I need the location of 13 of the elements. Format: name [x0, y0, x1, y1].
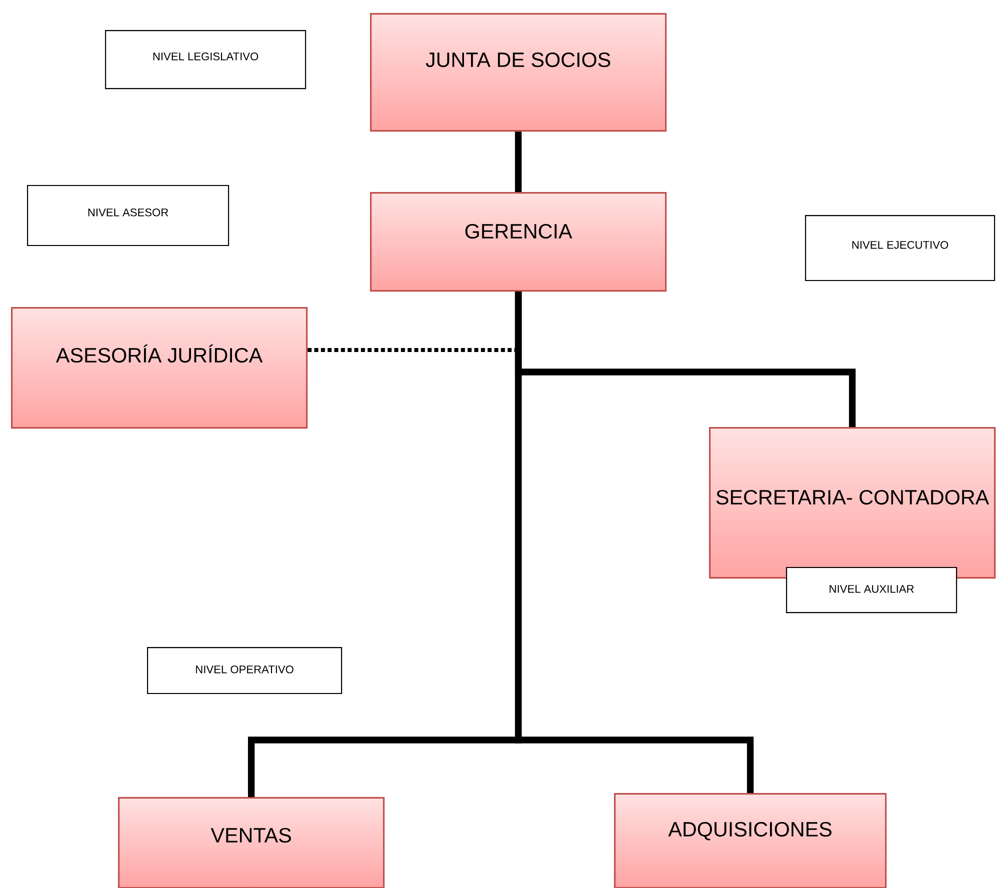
- connector: [514, 292, 754, 793]
- org-box: ADQUISICIONES: [614, 793, 887, 888]
- level-box: NIVEL ASESOR: [27, 185, 230, 246]
- org-box: VENTAS: [118, 797, 385, 888]
- connector: [514, 132, 522, 192]
- level-box: NIVEL AUXILIAR: [786, 567, 958, 614]
- org-box: ASESORÍA JURÍDICA: [11, 307, 308, 429]
- level-box: NIVEL OPERATIVO: [147, 647, 342, 694]
- org-box: JUNTA DE SOCIOS: [370, 13, 667, 132]
- level-box: NIVEL LEGISLATIVO: [105, 30, 306, 90]
- level-box: NIVEL EJECUTIVO: [805, 215, 996, 282]
- org-box: GERENCIA: [370, 192, 667, 292]
- org-box: SECRETARIA- CONTADORA: [709, 427, 996, 579]
